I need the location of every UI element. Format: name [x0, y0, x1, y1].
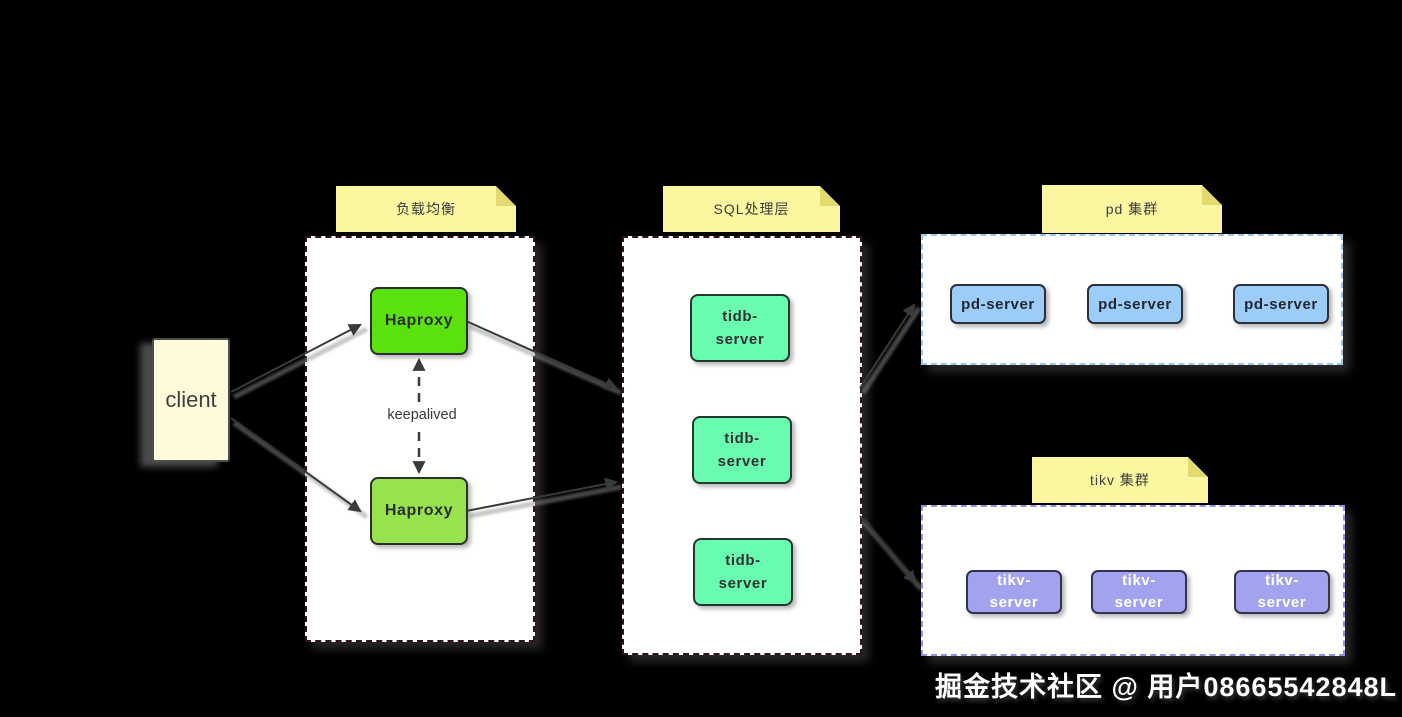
tikv-server-label: server	[1257, 594, 1307, 611]
tidb-server-label: server	[717, 453, 767, 470]
haproxy-node-top: Haproxy	[370, 287, 468, 355]
haproxy-top-label: Haproxy	[384, 312, 454, 329]
watermark-text: 掘金技术社区 @ 用户08665542848L	[934, 672, 1397, 702]
note-tikv-cluster-label: tikv 集群	[1090, 472, 1150, 488]
tikv-server-label: tikv-	[997, 572, 1031, 590]
note-sql-layer: SQL处理层	[663, 186, 840, 232]
pd-server-node-1: pd-server	[950, 284, 1046, 324]
note-fold-icon	[1188, 457, 1208, 477]
tidb-server-node-2: tidb- server	[692, 416, 792, 484]
tidb-server-node-3: tidb- server	[693, 538, 793, 606]
note-load-balancer-label: 负载均衡	[396, 201, 456, 217]
tidb-server-label: tidb-	[722, 307, 758, 325]
tidb-server-label: server	[715, 331, 765, 348]
tidb-server-node-1: tidb- server	[690, 294, 790, 362]
tikv-server-label: server	[1114, 594, 1164, 611]
pd-server-node-2: pd-server	[1087, 284, 1183, 324]
note-fold-icon	[496, 186, 516, 206]
pd-server-label: pd-server	[961, 295, 1035, 313]
client-label: client	[165, 387, 217, 412]
note-pd-cluster-label: pd 集群	[1105, 201, 1159, 217]
tidb-server-label: server	[718, 575, 768, 592]
edge-sql-to-pd	[859, 303, 916, 389]
note-sql-layer-label: SQL处理层	[713, 201, 790, 217]
haproxy-bottom-label: Haproxy	[384, 502, 454, 519]
tikv-server-label: server	[989, 594, 1039, 611]
haproxy-node-bottom: Haproxy	[370, 477, 468, 545]
client-node: client	[152, 338, 230, 462]
tikv-server-node-3: tikv- server	[1234, 570, 1330, 614]
tidb-server-label: tidb-	[724, 429, 760, 447]
pd-server-node-3: pd-server	[1233, 284, 1329, 324]
tikv-server-label: tikv-	[1265, 572, 1299, 590]
pd-server-label: pd-server	[1244, 295, 1318, 313]
note-pd-cluster: pd 集群	[1042, 185, 1222, 233]
tikv-server-node-1: tikv- server	[966, 570, 1062, 614]
note-fold-icon	[1202, 185, 1222, 205]
note-tikv-cluster: tikv 集群	[1032, 457, 1208, 503]
tikv-server-label: tikv-	[1122, 572, 1156, 590]
pd-server-label: pd-server	[1098, 295, 1172, 313]
keepalived-label: keepalived	[380, 407, 464, 423]
note-fold-icon	[820, 186, 840, 206]
tikv-server-node-2: tikv- server	[1091, 570, 1187, 614]
tidb-server-label: tidb-	[725, 551, 761, 569]
edge-sql-to-tikv	[859, 515, 917, 584]
note-load-balancer: 负载均衡	[336, 186, 516, 232]
